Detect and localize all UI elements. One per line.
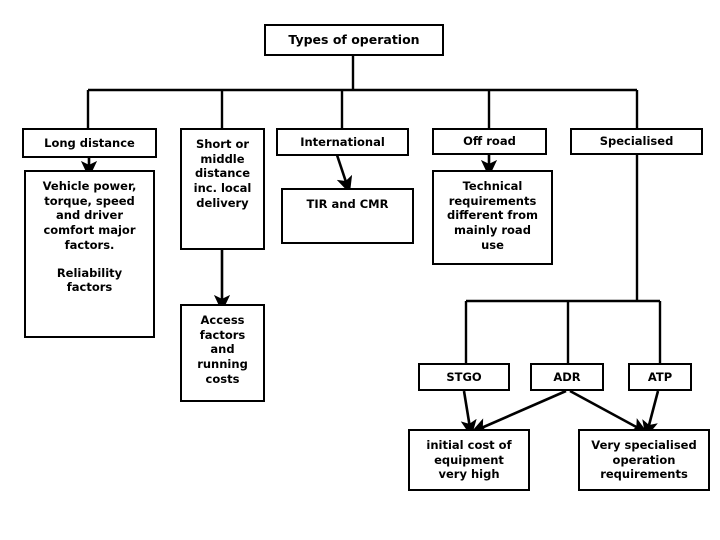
node-label-secondary: Reliability factors: [56, 265, 123, 295]
node-label: Specialised: [599, 134, 674, 149]
node-label: Technical requirements different from ma…: [446, 179, 538, 252]
link-atp-to-very-specialised: [642, 390, 660, 438]
node-tir-and-cmr[interactable]: TIR and CMR: [281, 188, 414, 244]
node-label: Very specialised operation requirements: [591, 437, 697, 482]
link-adr-to-initial-cost: [470, 389, 567, 434]
node-label-primary: Vehicle power, torque, speed and driver …: [42, 179, 137, 252]
node-technical-requirements[interactable]: Technical requirements different from ma…: [432, 170, 553, 265]
node-text-stack: Vehicle power, torque, speed and driver …: [30, 179, 149, 295]
node-label: ADR: [553, 369, 581, 384]
node-off-road[interactable]: Off road: [432, 128, 547, 155]
node-international[interactable]: International: [276, 128, 409, 156]
node-access-factors[interactable]: Access factors and running costs: [180, 304, 265, 402]
node-atp[interactable]: ATP: [628, 363, 692, 391]
node-label: STGO: [446, 369, 482, 384]
node-short-middle-distance[interactable]: Short or middle distance inc. local deli…: [180, 128, 265, 250]
node-label: International: [300, 134, 385, 149]
link-stgo-to-initial-cost: [460, 390, 477, 437]
node-label: Access factors and running costs: [197, 313, 248, 386]
node-label: Short or middle distance inc. local deli…: [193, 137, 252, 210]
link-international-to-tir: [335, 154, 353, 194]
node-specialised[interactable]: Specialised: [570, 128, 703, 155]
node-types-of-operation[interactable]: Types of operation: [264, 24, 444, 56]
node-label: TIR and CMR: [306, 197, 389, 211]
node-label: Off road: [463, 134, 516, 149]
node-stgo[interactable]: STGO: [418, 363, 510, 391]
node-long-distance-detail[interactable]: Vehicle power, torque, speed and driver …: [24, 170, 155, 338]
node-adr[interactable]: ADR: [530, 363, 604, 391]
node-label: ATP: [647, 369, 673, 384]
node-label: initial cost of equipment very high: [426, 437, 512, 482]
node-long-distance[interactable]: Long distance: [22, 128, 157, 158]
node-label: Types of operation: [288, 32, 420, 47]
node-very-specialised[interactable]: Very specialised operation requirements: [578, 429, 710, 491]
node-label: Long distance: [44, 135, 135, 150]
link-adr-to-very-specialised: [569, 389, 648, 434]
node-initial-cost[interactable]: initial cost of equipment very high: [408, 429, 530, 491]
